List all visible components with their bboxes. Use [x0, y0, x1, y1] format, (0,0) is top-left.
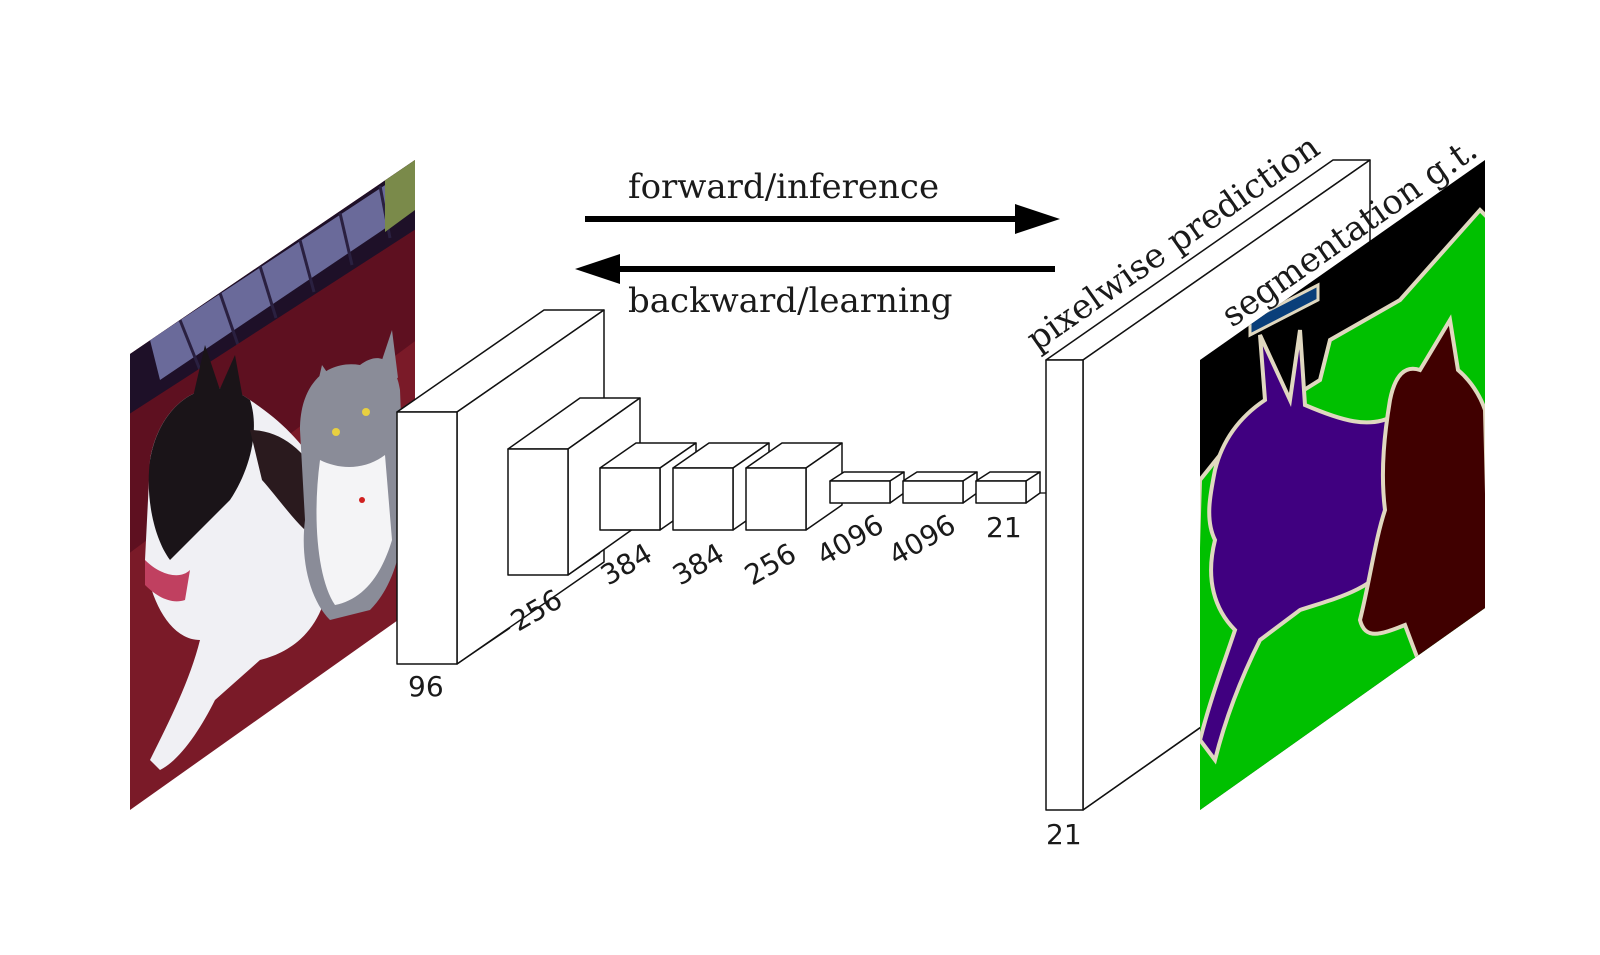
layer-label-4: 384	[667, 537, 730, 592]
arrow-head-left-icon	[575, 254, 620, 284]
layer-box-6	[829, 471, 905, 504]
layer-label-8: 21	[986, 511, 1022, 544]
layer-box-8	[975, 471, 1041, 504]
dog-cat-photo-icon	[130, 160, 415, 810]
arrow-head-right-icon	[1015, 204, 1060, 234]
gt-connector-line	[1082, 727, 1201, 811]
backward-label: backward/learning	[628, 281, 952, 321]
layer-label-7: 4096	[883, 508, 961, 572]
layer-label-5: 256	[739, 537, 802, 592]
forward-arrow	[585, 204, 1060, 234]
forward-label: forward/inference	[628, 167, 939, 207]
input-image	[130, 160, 415, 810]
layer-box-5	[745, 442, 843, 531]
layer-box-7	[902, 471, 978, 504]
backward-arrow	[575, 254, 1055, 284]
prediction-channels-label: 21	[1046, 818, 1082, 851]
layer-leader-lines	[456, 529, 660, 665]
layer-label-1: 96	[408, 670, 444, 703]
